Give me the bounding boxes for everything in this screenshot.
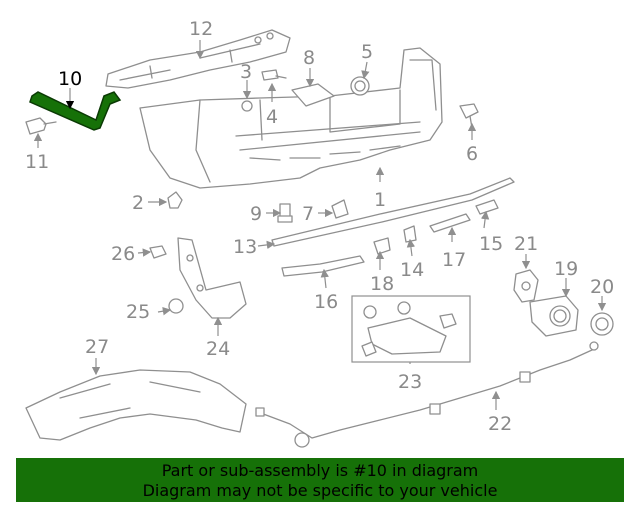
part-4-bolt xyxy=(261,69,287,81)
callout-labels: 10 12 3 4 8 5 6 11 1 2 9 7 13 26 21 15 1… xyxy=(25,18,614,435)
callout-23[interactable]: 23 xyxy=(398,371,422,393)
banner-line-1: Part or sub-assembly is #10 in diagram xyxy=(161,461,479,480)
part-25-clip xyxy=(168,298,184,314)
callout-24[interactable]: 24 xyxy=(206,338,230,360)
callout-5[interactable]: 5 xyxy=(361,41,373,63)
part-2-clip xyxy=(167,191,183,209)
parts-diagram: 10 12 3 4 8 5 6 11 1 2 9 7 13 26 21 15 1… xyxy=(25,18,614,448)
callout-17[interactable]: 17 xyxy=(442,249,466,271)
callout-20[interactable]: 20 xyxy=(590,276,614,298)
callout-2[interactable]: 2 xyxy=(132,192,144,214)
part-11-bolt xyxy=(25,117,57,135)
callout-25[interactable]: 25 xyxy=(126,301,150,323)
callout-11[interactable]: 11 xyxy=(25,151,49,173)
callout-16[interactable]: 16 xyxy=(314,291,338,313)
callout-4[interactable]: 4 xyxy=(266,106,278,128)
part-15-moulding xyxy=(475,199,499,215)
leader-lines xyxy=(33,40,607,410)
callout-13[interactable]: 13 xyxy=(233,236,257,258)
part-20-sensor xyxy=(590,312,614,336)
callout-12[interactable]: 12 xyxy=(189,18,213,40)
part-19-sensor xyxy=(529,295,579,337)
callout-14[interactable]: 14 xyxy=(400,259,424,281)
banner-line-2: Diagram may not be specific to your vehi… xyxy=(142,481,498,500)
info-banner: Part or sub-assembly is #10 in diagram D… xyxy=(16,458,624,502)
part-13-moulding xyxy=(271,177,515,247)
callout-19[interactable]: 19 xyxy=(554,258,578,280)
callout-22[interactable]: 22 xyxy=(488,413,512,435)
callout-7[interactable]: 7 xyxy=(302,203,314,225)
callout-8[interactable]: 8 xyxy=(303,47,315,69)
part-5-plug xyxy=(350,76,370,96)
part-24-mudguard xyxy=(177,237,247,319)
callout-18[interactable]: 18 xyxy=(370,273,394,295)
callout-27[interactable]: 27 xyxy=(85,336,109,358)
part-21-bracket xyxy=(513,269,539,303)
callout-26[interactable]: 26 xyxy=(111,243,135,265)
part-22-wire-harness xyxy=(255,341,599,448)
callout-3[interactable]: 3 xyxy=(240,61,252,83)
part-10-bracket xyxy=(29,91,122,131)
part-7-clip xyxy=(331,199,349,219)
part-23-kit xyxy=(351,295,471,363)
part-26-screw xyxy=(149,245,167,259)
callout-9[interactable]: 9 xyxy=(250,203,262,225)
callout-15[interactable]: 15 xyxy=(479,233,503,255)
part-16-moulding xyxy=(281,255,365,277)
callout-1[interactable]: 1 xyxy=(374,189,386,211)
part-6-screw xyxy=(459,103,479,129)
part-17-moulding xyxy=(429,213,471,233)
part-27-lower-cover xyxy=(25,369,247,441)
part-3-clip xyxy=(241,100,253,112)
part-18-clip xyxy=(373,237,391,255)
callout-10[interactable]: 10 xyxy=(58,68,82,90)
part-14-clip xyxy=(403,225,417,243)
callout-21[interactable]: 21 xyxy=(514,233,538,255)
callout-6[interactable]: 6 xyxy=(466,143,478,165)
part-9-bolt xyxy=(277,203,293,223)
